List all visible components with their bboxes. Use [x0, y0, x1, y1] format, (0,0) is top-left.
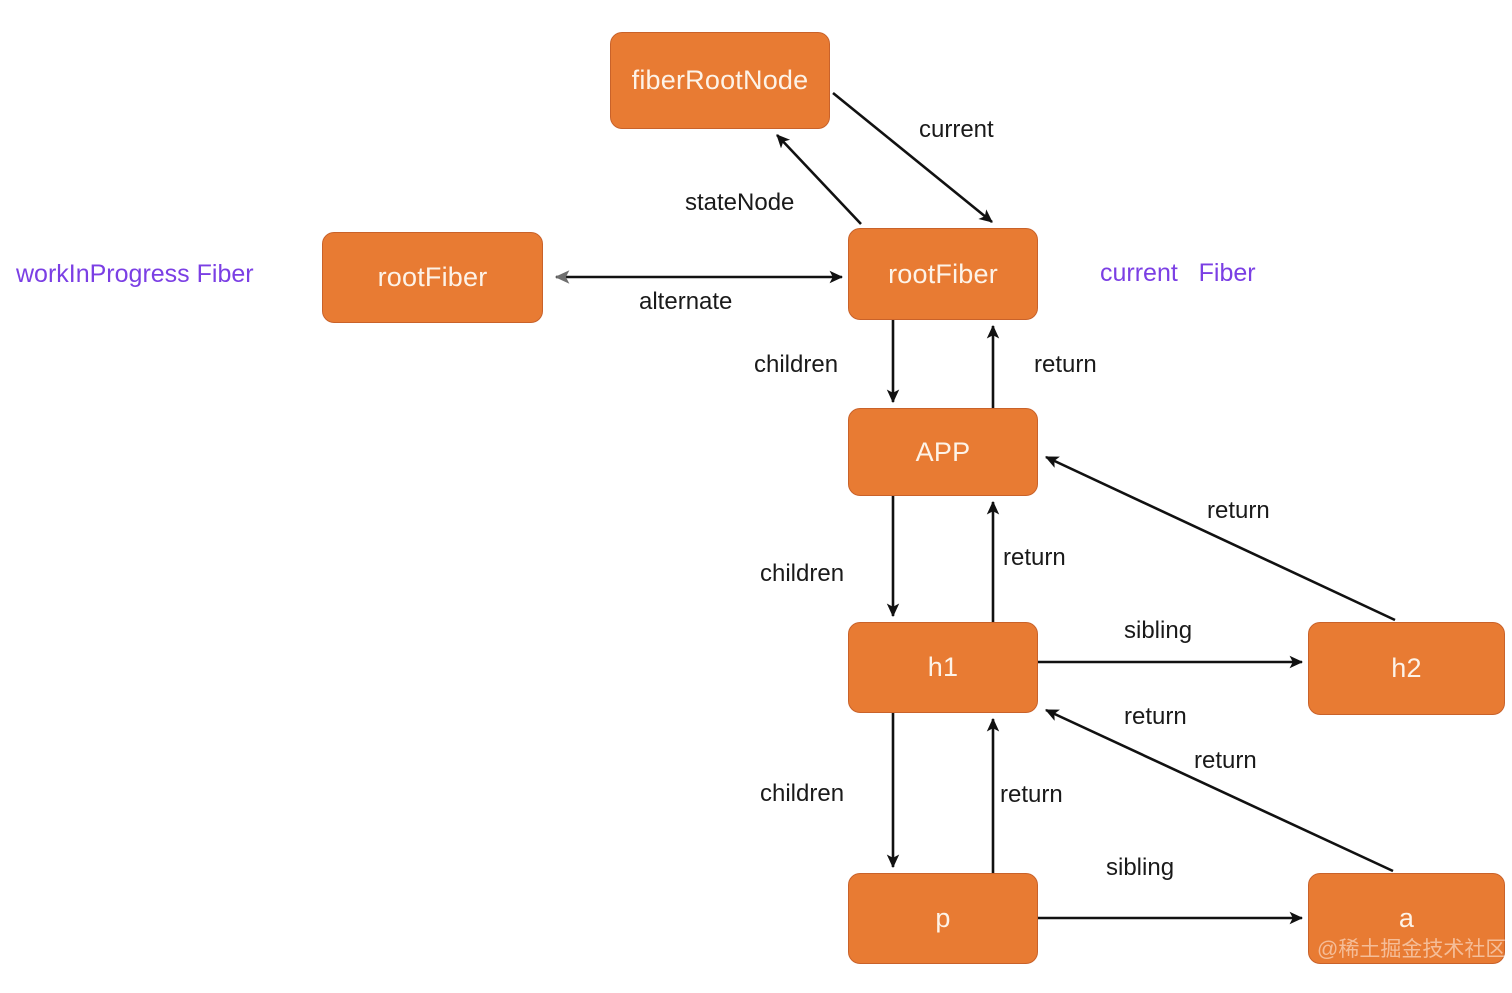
node-label: h1	[927, 652, 959, 682]
edge-label-h1-sibling: sibling	[1124, 617, 1193, 644]
edge-label-a-return-upper: return	[1124, 703, 1187, 730]
node-h1[interactable]: h1	[848, 622, 1038, 713]
annotation-current-fiber: current Fiber	[1100, 259, 1256, 287]
node-label: fiberRootNode	[631, 65, 809, 95]
edge-label-h1-children: children	[760, 780, 845, 807]
node-label: rootFiber	[377, 262, 488, 292]
node-workinprogress-rootfiber[interactable]: rootFiber	[322, 232, 543, 323]
node-app[interactable]: APP	[848, 408, 1038, 496]
edge-label-a-return-lower: return	[1194, 747, 1257, 774]
edge-a-return	[1045, 708, 1394, 873]
node-label: a	[1398, 903, 1415, 933]
node-fiberrootnode[interactable]: fiberRootNode	[610, 32, 830, 129]
edge-label-statenode: stateNode	[685, 189, 795, 216]
edge-h2-return	[1045, 455, 1396, 622]
edge-label-current: current	[919, 116, 994, 143]
node-label: h2	[1391, 653, 1422, 683]
node-p[interactable]: p	[848, 873, 1038, 964]
watermark: @稀土掘金技术社区	[1317, 938, 1507, 961]
edge-label-alternate: alternate	[639, 288, 733, 315]
node-a[interactable]: a	[1308, 873, 1505, 964]
edge-label-h2-return: return	[1207, 497, 1270, 524]
edge-label-root-children: children	[754, 351, 839, 378]
node-h2[interactable]: h2	[1308, 622, 1505, 715]
edge-label-p-sibling: sibling	[1106, 854, 1175, 881]
node-label: rootFiber	[888, 258, 998, 289]
node-current-rootfiber[interactable]: rootFiber	[848, 228, 1038, 320]
edge-label-p-return: return	[1000, 781, 1063, 808]
node-label: APP	[915, 436, 971, 467]
edge-current	[832, 91, 993, 224]
edge-label-app-return: return	[1034, 351, 1097, 378]
node-label: p	[935, 903, 951, 933]
annotation-workinprogress-fiber: workInProgress Fiber	[16, 260, 254, 288]
edge-label-app-children: children	[760, 560, 845, 587]
edge-label-h1-return: return	[1003, 544, 1066, 571]
